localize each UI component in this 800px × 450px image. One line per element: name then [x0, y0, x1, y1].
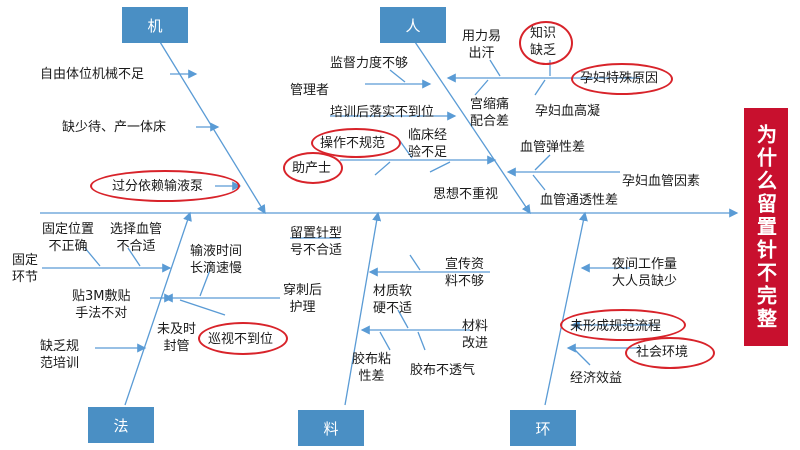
cause-neglect: 思想不重视 — [433, 187, 499, 202]
cause-manager: 管理者 — [290, 83, 330, 98]
cause-vessel-elasticity: 血管弹性差 — [520, 140, 586, 155]
cause-economic: 经济效益 — [570, 371, 623, 386]
cause-contraction: 宫缩痛 配合差 — [470, 97, 510, 129]
highlight-circle — [283, 152, 343, 184]
cause-clinical-experience: 临床经 验不足 — [408, 128, 448, 160]
highlight-circle — [571, 63, 673, 95]
cause-fix-link: 固定 环节 — [12, 253, 39, 285]
cause-needle-model: 留置针型 号不合适 — [290, 226, 343, 258]
cause-tape-sticky: 胶布粘 性差 — [352, 352, 392, 384]
cause-tape-airtight: 胶布不透气 — [410, 363, 476, 378]
cause-tape-technique: 贴3M敷贴 手法不对 — [72, 289, 131, 321]
cause-machine-bed: 缺少待、产一体床 — [62, 120, 167, 135]
highlight-circle — [625, 337, 715, 369]
category-environment: 环 — [510, 410, 576, 446]
bone-environment — [544, 211, 588, 406]
highlight-circle — [198, 322, 288, 355]
cause-pregnant-vessel: 孕妇血管因素 — [622, 174, 701, 189]
category-people: 人 — [380, 7, 446, 43]
category-machine: 机 — [122, 7, 188, 43]
cause-no-training: 缺乏规 范培训 — [40, 339, 80, 371]
cause-fix-position: 固定位置 不正确 — [42, 222, 95, 254]
cause-sweat: 用力易 出汗 — [462, 29, 502, 61]
bone-material — [344, 211, 382, 406]
highlight-circle — [519, 21, 573, 65]
highlight-circle — [90, 170, 240, 202]
cause-hypercoagulable: 孕妇血高凝 — [535, 104, 601, 119]
cause-vessel-permeability: 血管通透性差 — [540, 193, 619, 208]
cause-supervision: 监督力度不够 — [330, 56, 409, 71]
cause-training: 培训后落实不到位 — [330, 105, 435, 120]
cause-promotion: 宣传资 料不够 — [445, 257, 485, 289]
cause-not-sealed: 未及时 封管 — [157, 322, 197, 354]
cause-softness: 材质软 硬不适 — [373, 284, 413, 316]
cause-vessel-choice: 选择血管 不合适 — [110, 222, 163, 254]
cause-machine-mechanism: 自由体位机械不足 — [40, 67, 145, 82]
category-method: 法 — [88, 407, 154, 443]
effect-box: 为什么留置针不完整 — [744, 108, 788, 346]
cause-material-improve: 材料 改进 — [462, 319, 489, 351]
bone-people — [414, 41, 531, 215]
highlight-circle — [311, 128, 401, 158]
cause-night-staff: 夜间工作量 大人员缺少 — [612, 257, 678, 289]
bone-method — [124, 211, 192, 406]
category-material: 料 — [298, 410, 364, 446]
highlight-circle — [560, 309, 686, 341]
cause-puncture-care: 穿刺后 护理 — [283, 283, 323, 315]
cause-infusion-time: 输液时间 长滴速慢 — [190, 244, 243, 276]
